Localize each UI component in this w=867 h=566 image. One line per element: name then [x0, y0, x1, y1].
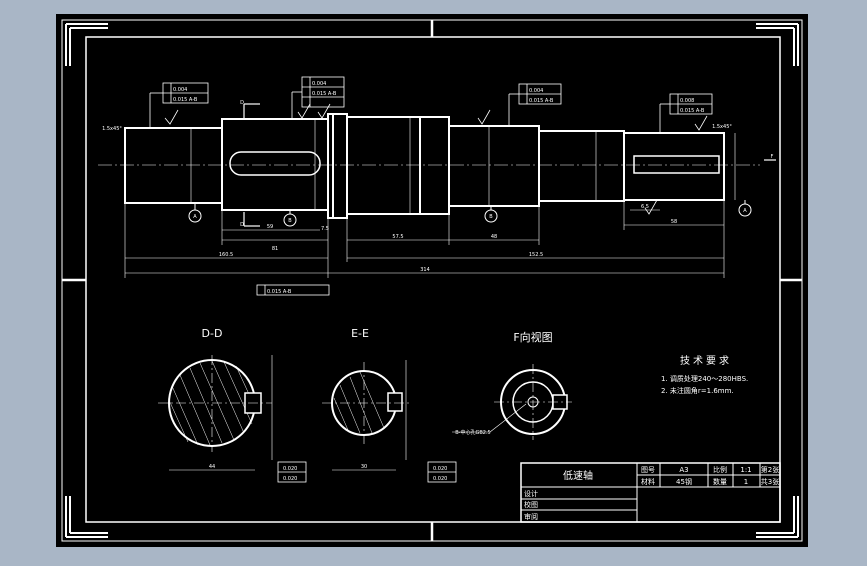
tech-req-heading: 技术要求 — [680, 354, 732, 367]
ftol-d-b: 0.020 — [283, 476, 297, 482]
material-value: 45钢 — [676, 477, 692, 486]
datum-a-label: A — [193, 214, 197, 220]
tech-req-item-2: 2. 未注圆角r=1.6mm. — [661, 386, 734, 395]
sheet-label: 第2张 — [761, 465, 779, 474]
feature-control-frames — [149, 76, 713, 296]
ftol-bottom: 0.015 A-B — [267, 289, 292, 295]
dim-152-5: 152.5 — [529, 252, 543, 258]
dim-ee-30: 30 — [361, 464, 367, 470]
check-label: 校图 — [524, 500, 538, 509]
quantity-label: 数量 — [713, 477, 727, 486]
dim-81: 81 — [272, 246, 278, 252]
quantity-value: 1 — [744, 478, 748, 486]
datum-b-label-1: B — [288, 218, 292, 224]
dim-58: 58 — [671, 219, 677, 225]
drawing-no-label: 图号 — [641, 466, 655, 474]
part-name: 低速轴 — [563, 469, 593, 482]
datum-b-label-2: B — [489, 214, 493, 220]
scale-label: 比例 — [713, 465, 727, 474]
dim-dd-44: 44 — [209, 464, 215, 470]
dim-57-5: 57.5 — [392, 234, 403, 240]
ftol-d-a: 0.020 — [283, 466, 297, 472]
design-label: 设计 — [524, 489, 538, 498]
ftol-2a: 0.004 — [312, 81, 326, 87]
ftol-3b: 0.015 A-B — [529, 98, 554, 104]
section-d-title: D-D — [202, 327, 223, 340]
ftol-1b: 0.015 A-B — [173, 97, 198, 103]
ftol-4a: 0.008 — [680, 98, 694, 104]
dimension-lines — [124, 117, 736, 278]
cut-d-top: D — [240, 100, 244, 106]
chamfer-right: 1.5x45° — [712, 124, 732, 130]
cutting-plane-marks — [243, 103, 776, 227]
dim-6-5: 6.5 — [641, 204, 649, 210]
center-hole-label: B-中心孔GB2.5 — [455, 429, 491, 436]
drawing-no-value: A3 — [679, 466, 688, 474]
title-block — [520, 462, 781, 523]
total-label: 共3张 — [761, 477, 779, 486]
ftol-1a: 0.004 — [173, 87, 187, 93]
section-d-d — [158, 355, 307, 483]
scale-value: 1:1 — [740, 466, 751, 474]
keyway-right — [633, 155, 720, 174]
material-label: 材料 — [641, 477, 655, 486]
section-e-e — [322, 360, 457, 483]
dim-160-5: 160.5 — [219, 252, 233, 258]
roughness-symbols — [164, 103, 708, 215]
arrow-f-label: F — [771, 154, 774, 160]
ftol-3a: 0.004 — [529, 88, 543, 94]
dim-314: 314 — [420, 267, 430, 273]
cut-d-bottom: D — [240, 222, 244, 228]
dim-48: 48 — [491, 234, 497, 240]
section-e-title: E-E — [351, 327, 369, 340]
shaft-main-view — [124, 113, 725, 219]
dim-59: 59 — [267, 224, 273, 230]
dim-7-5: 7.5 — [321, 226, 329, 232]
datum-markers — [188, 200, 752, 227]
keyway-left — [229, 151, 321, 176]
ftol-4b: 0.015 A-B — [680, 108, 705, 114]
ftol-e-a: 0.020 — [433, 466, 447, 472]
view-f — [452, 364, 572, 440]
centering-marks — [62, 20, 802, 541]
corner-marks — [65, 23, 799, 538]
tech-req-item-1: 1. 调质处理240～280HBS. — [661, 374, 748, 383]
review-label: 审阅 — [524, 512, 538, 521]
chamfer-left: 1.5x45° — [102, 126, 122, 132]
view-f-title: F向视图 — [513, 330, 552, 344]
datum-a-label-2: A — [743, 208, 747, 214]
ftol-2b: 0.015 A-B — [312, 91, 337, 97]
ftol-e-b: 0.020 — [433, 476, 447, 482]
